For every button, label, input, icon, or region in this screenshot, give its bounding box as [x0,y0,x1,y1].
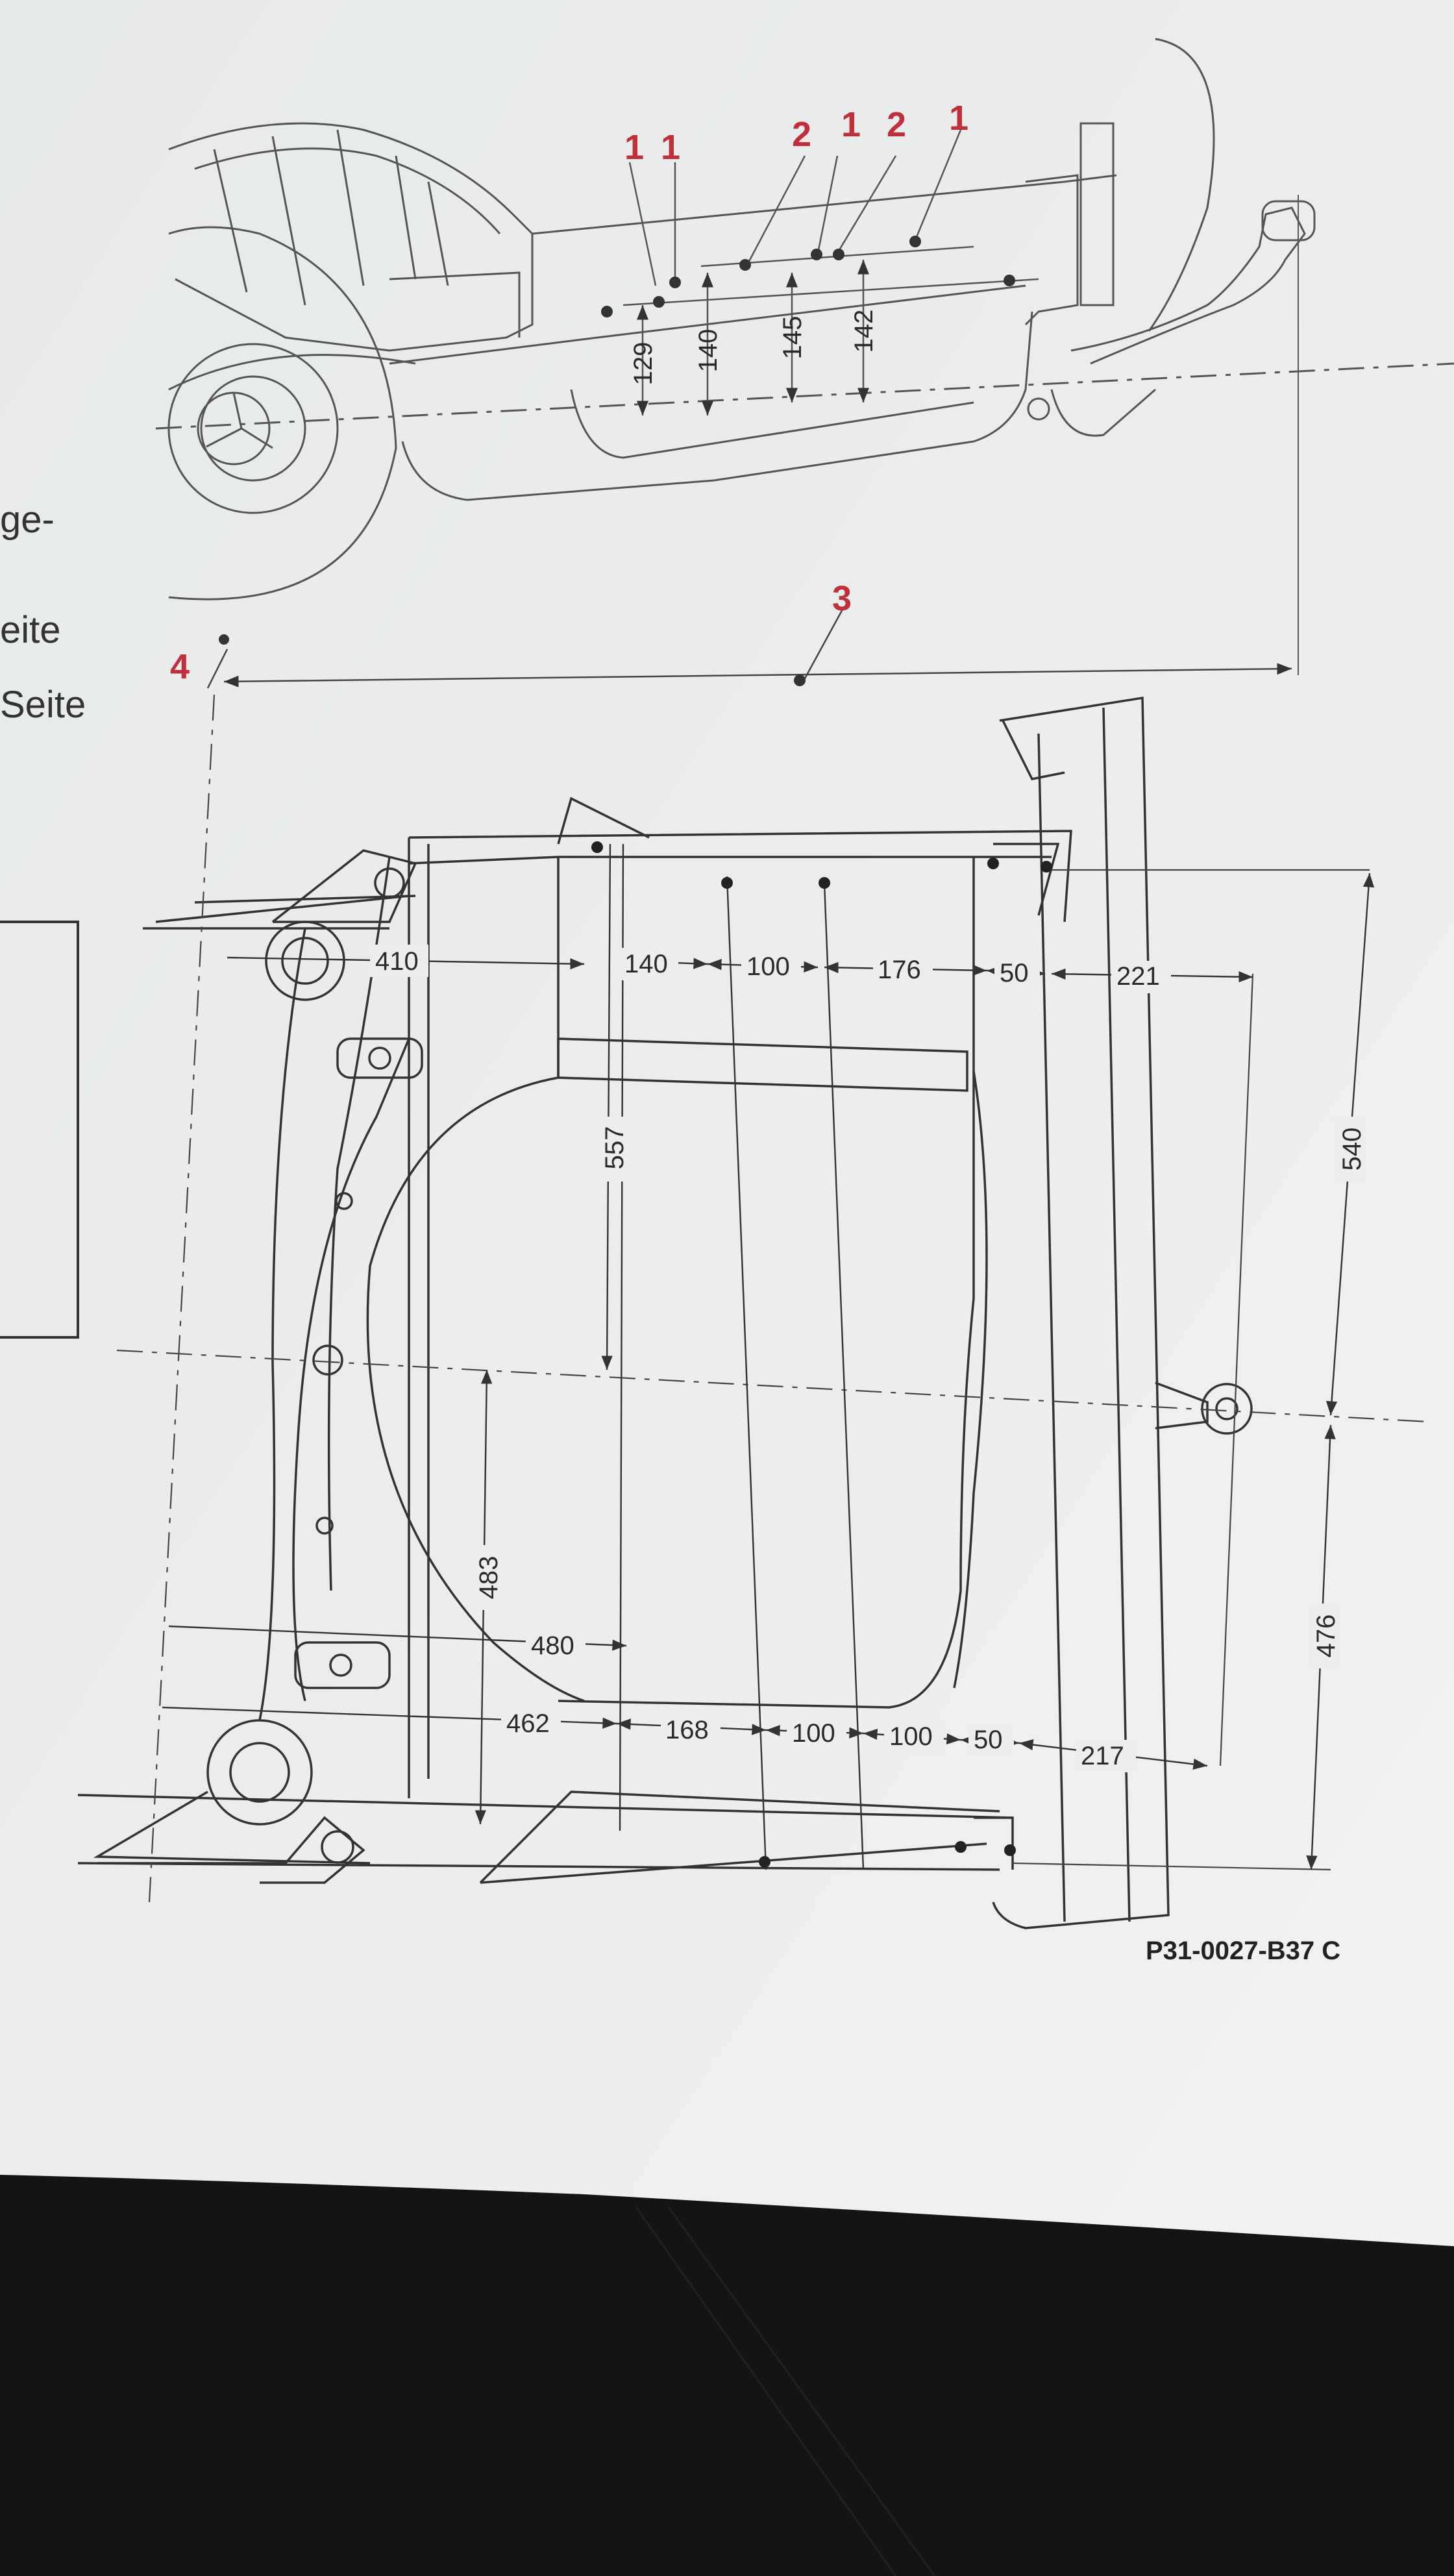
length-point [794,675,806,686]
dim-50-bottom: 50 [974,1726,1003,1754]
dim-140-side: 140 [694,329,722,373]
dim-540: 540 [1338,1128,1366,1171]
dim-462: 462 [506,1709,550,1738]
callout-1c: 1 [841,105,861,144]
callout-1a: 1 [624,128,644,167]
dim-100-bottom-a: 100 [792,1719,835,1748]
dim-50-top: 50 [1000,959,1029,987]
dim-480: 480 [531,1631,574,1660]
top-view-drawing [77,696,1253,1929]
side-view-drawing [155,38,1454,675]
dim-483: 483 [474,1556,503,1600]
callout-2a: 2 [792,115,811,154]
top-view-reference-lines [116,694,1429,1903]
side-box [0,921,79,1339]
callout-1d: 1 [949,99,968,138]
side-view-callouts: 1 1 2 1 2 1 [624,99,968,167]
dim-476: 476 [1312,1615,1340,1658]
dim-100-top: 100 [746,952,790,981]
overall-length-dimension [206,606,1292,689]
callout-1b: 1 [661,128,680,167]
top-view-points [591,841,1052,1868]
axle-point [219,634,229,645]
dim-217: 217 [1081,1742,1124,1770]
dim-100-bottom-b: 100 [889,1722,933,1751]
dim-168: 168 [665,1716,709,1744]
dim-410: 410 [375,947,419,976]
dim-145: 145 [778,316,807,360]
side-text-3: Seite [0,684,86,726]
leather-seams [635,2207,936,2576]
paper-sheet [0,0,1454,2246]
callout-3: 3 [832,579,852,618]
dim-557: 557 [600,1126,629,1170]
top-view-dims: 410 140 100 176 50 221 557 540 483 480 4… [370,945,1366,1772]
callout-2b: 2 [887,105,906,144]
side-view-dims: 129 140 145 142 [629,310,878,386]
dim-142: 142 [850,310,878,353]
dim-221: 221 [1116,962,1160,991]
callout-4: 4 [170,647,190,686]
side-view-points [601,236,1015,317]
dim-140-top: 140 [624,950,668,978]
figure-code: P31-0027-B37 C [1146,1937,1340,1965]
dim-129: 129 [629,342,658,386]
dim-176: 176 [878,956,921,984]
side-text-2: eite [0,609,61,651]
side-text-1: ge- [0,499,55,541]
